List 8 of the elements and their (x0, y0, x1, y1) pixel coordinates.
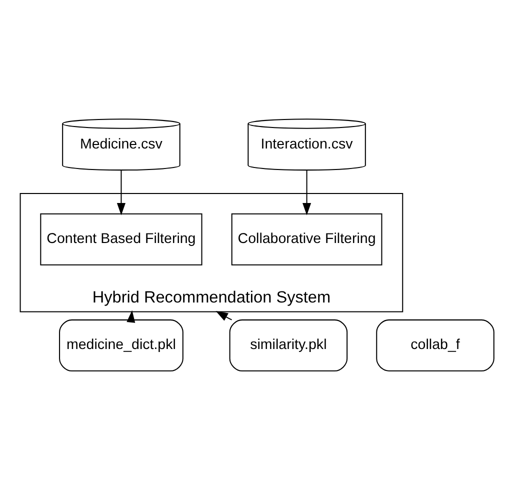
arrow (116, 170, 126, 216)
arrow (302, 170, 312, 216)
arrow (126, 310, 136, 323)
node-box: collab_f (376, 319, 494, 372)
node-box: similarity.pkl (229, 319, 348, 372)
arrow (216, 311, 232, 321)
node-box: Collaborative Filtering (231, 213, 382, 266)
node-box: Content Based Filtering (40, 213, 202, 266)
